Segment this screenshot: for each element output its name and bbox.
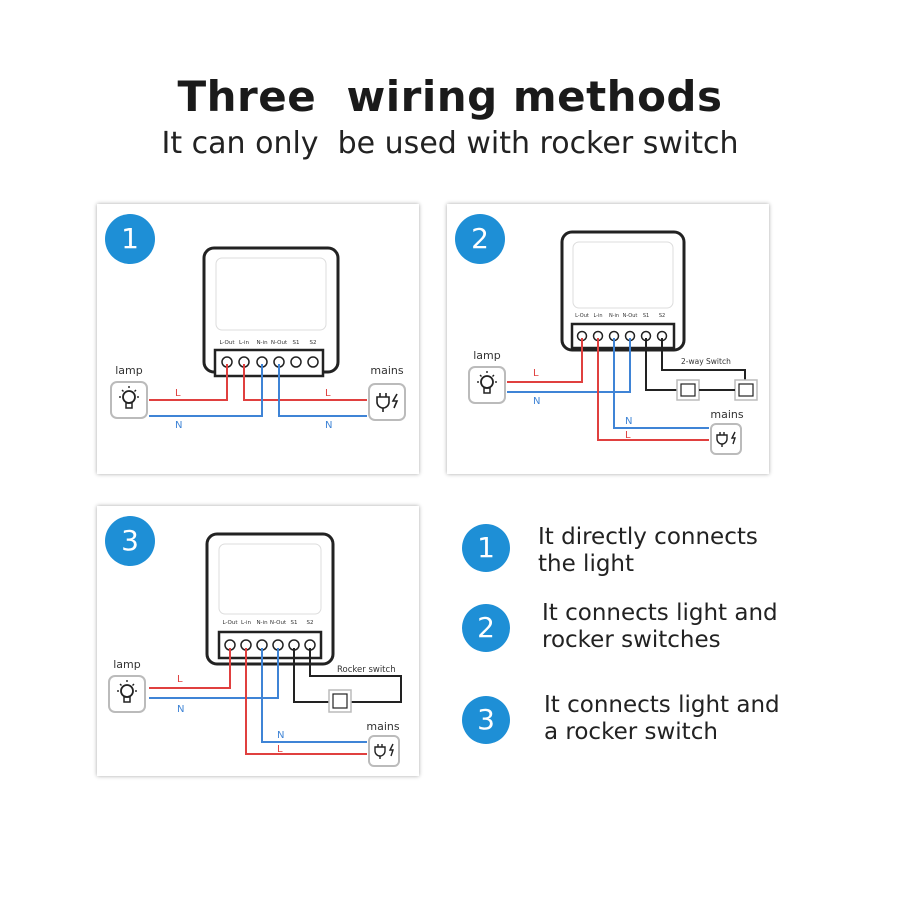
legend-line: It connects light and (544, 692, 780, 718)
method-number-badge: 3 (105, 516, 155, 566)
mains-label: mains (370, 364, 403, 377)
terminal-label: S1 (643, 313, 649, 319)
live-wire-mains (597, 338, 709, 441)
terminal-labels: L-Out L-in N-in N-Out S1 S2 (222, 620, 313, 626)
method-number-badge: 1 (105, 214, 155, 264)
live-wire-mains (245, 648, 367, 755)
switch-wire-s2 (309, 648, 402, 703)
mains-label: mains (366, 720, 399, 733)
relay-module-face (572, 241, 674, 309)
legend-number-badge: 1 (462, 524, 510, 572)
wire-label-L: L (625, 430, 631, 441)
terminal-labels: L-Out L-in N-in N-Out S1 S2 (219, 340, 316, 346)
terminal-label: S1 (291, 620, 298, 626)
lamp-icon (110, 381, 148, 419)
lamp-icon (108, 675, 146, 713)
wire-label-N: N (177, 704, 184, 715)
terminal-label: S2 (659, 313, 665, 319)
terminal-label: N-in (609, 313, 619, 319)
legend-description: It connects light and a rocker switch (544, 692, 780, 746)
wiring-diagram-3: L-Out L-in N-in N-Out S1 S2 L N N L Rock… (108, 532, 402, 767)
neutral-wire-lamp (149, 364, 263, 417)
legend-description: It connects light and rocker switches (542, 600, 778, 654)
terminal-label: L-Out (222, 620, 238, 626)
neutral-wire-lamp (149, 648, 279, 699)
method-number-badge: 2 (455, 214, 505, 264)
legend-line: a rocker switch (544, 719, 718, 745)
wire-label-N: N (533, 396, 540, 407)
wire-label-L: L (175, 388, 181, 399)
mains-label: mains (710, 408, 743, 421)
switch-wire-s1 (293, 648, 329, 703)
page-title: Three wiring methods (177, 72, 723, 121)
wiring-panel-1: L-Out L-in N-in N-Out S1 S2 L N L N lamp (97, 204, 419, 474)
live-wire-lamp (149, 364, 228, 401)
terminal-label: S2 (307, 620, 314, 626)
terminal-label: L-in (241, 620, 251, 626)
wire-label-N: N (625, 416, 632, 427)
legend-item-3: 3 It connects light and a rocker switch (460, 692, 880, 752)
wire-label-N: N (175, 420, 182, 431)
relay-module-face (218, 543, 322, 615)
wire-label-L: L (177, 674, 183, 685)
live-wire-lamp (507, 338, 583, 383)
wire-label-L: L (277, 744, 283, 755)
legend-item-2: 2 It connects light and rocker switches (460, 600, 880, 660)
terminal-label: L-Out (575, 313, 589, 319)
wiring-panel-2: L-Out L-in N-in N-Out S1 S2 L N N L 2-wa… (447, 204, 769, 474)
terminal-label: N-Out (623, 313, 638, 319)
terminal-label: L-Out (219, 340, 235, 346)
terminal-block (217, 630, 323, 660)
lamp-label: lamp (113, 658, 141, 671)
terminal-label: N-in (256, 340, 268, 346)
terminal-block (213, 348, 325, 378)
terminal-label: N-Out (271, 340, 288, 346)
legend-line: rocker switches (542, 627, 721, 653)
terminal-screws (576, 330, 668, 342)
legend-description: It directly connects the light (538, 524, 758, 578)
neutral-wire-lamp (507, 338, 631, 393)
wire-label-L: L (325, 388, 331, 399)
legend-number-badge: 2 (462, 604, 510, 652)
rocker-switch-icon (328, 689, 352, 713)
terminal-screws (221, 356, 319, 368)
live-wire-lamp (149, 648, 231, 689)
terminal-labels: L-Out L-in N-in N-Out S1 S2 (575, 313, 665, 319)
legend-line: It directly connects (538, 524, 758, 550)
terminal-label: N-in (256, 620, 268, 626)
wiring-diagram-1: L-Out L-in N-in N-Out S1 S2 L N L N lamp (110, 246, 406, 431)
terminal-label: L-in (239, 340, 249, 346)
lamp-icon (468, 366, 506, 404)
wire-label-N: N (277, 730, 284, 741)
relay-module-face (215, 257, 327, 331)
neutral-wire-mains (278, 364, 367, 417)
wiring-diagram-2: L-Out L-in N-in N-Out S1 S2 L N N L 2-wa… (468, 230, 758, 455)
wire-label-N: N (325, 420, 332, 431)
neutral-wire-mains (613, 338, 709, 429)
plug-icon (368, 735, 400, 767)
plug-icon (368, 383, 406, 421)
terminal-label: N-Out (270, 620, 287, 626)
terminal-label: S2 (310, 340, 317, 346)
lamp-label: lamp (473, 349, 501, 362)
wire-label-L: L (533, 368, 539, 379)
page-subtitle: It can only be used with rocker switch (161, 126, 739, 161)
two-way-switch-icon (676, 379, 758, 401)
lamp-label: lamp (115, 364, 143, 377)
terminal-label: S1 (293, 340, 300, 346)
switch-wire-s1 (645, 338, 683, 391)
wiring-panel-3: L-Out L-in N-in N-Out S1 S2 L N N L Rock… (97, 506, 419, 776)
legend-line: the light (538, 551, 635, 577)
neutral-wire-mains (261, 648, 367, 743)
legend-item-1: 1 It directly connects the light (460, 522, 880, 582)
legend-line: It connects light and (542, 600, 778, 626)
terminal-label: L-in (593, 313, 602, 319)
plug-icon (710, 423, 742, 455)
switch-label: Rocker switch (337, 665, 396, 675)
switch-label: 2-way Switch (681, 357, 731, 366)
live-wire-mains (243, 364, 367, 401)
legend-number-badge: 3 (462, 696, 510, 744)
